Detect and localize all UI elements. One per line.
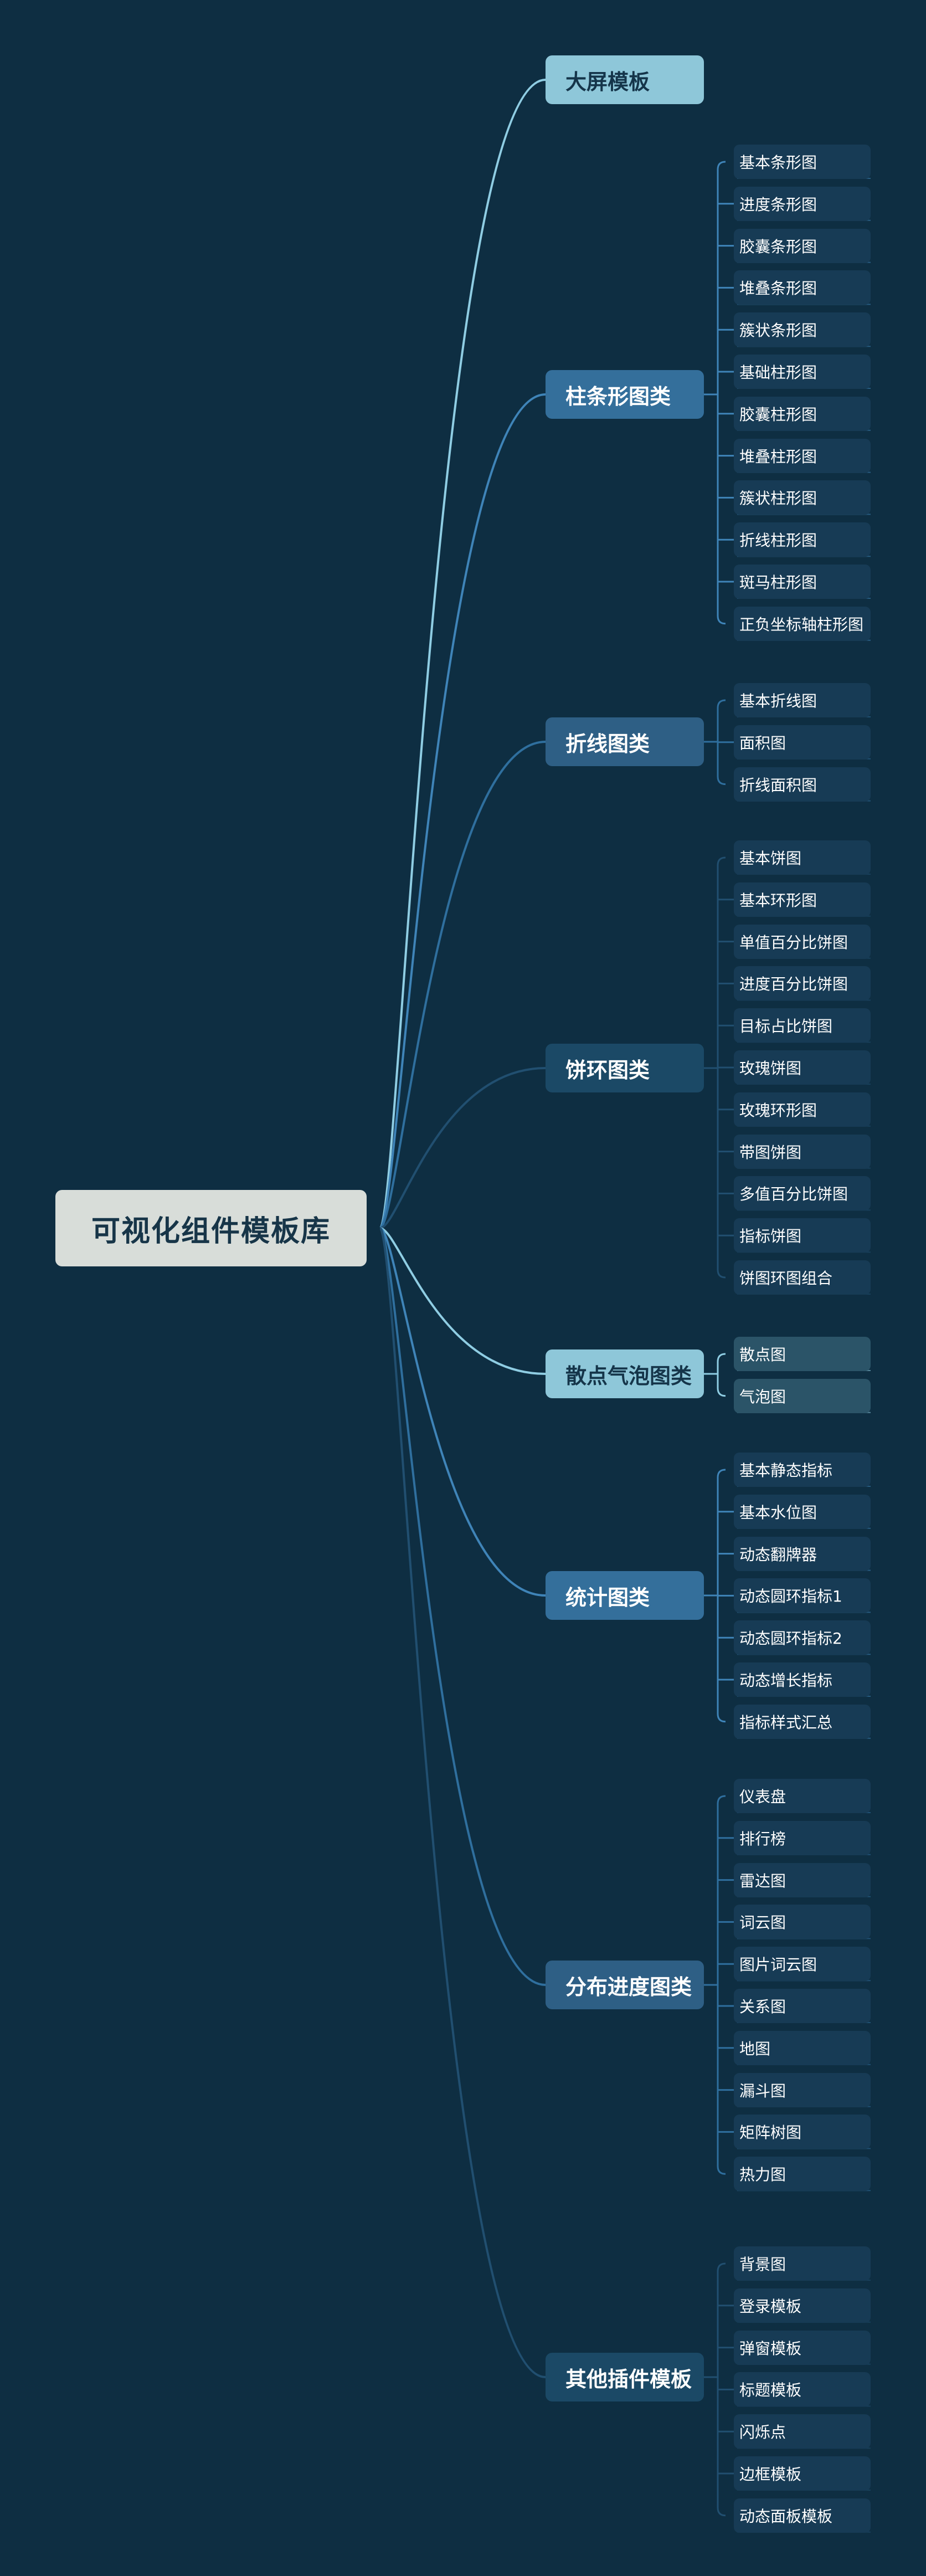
root-category-connector — [379, 1227, 546, 2378]
leaf-node[interactable]: 堆叠条形图 — [734, 270, 871, 305]
leaf-node[interactable]: 基本条形图 — [734, 145, 871, 179]
leaf-node[interactable]: 胶囊柱形图 — [734, 396, 871, 431]
leaf-node[interactable]: 面积图 — [734, 725, 871, 760]
leaf-node[interactable]: 进度条形图 — [734, 186, 871, 221]
leaf-node[interactable]: 散点图 — [734, 1337, 871, 1371]
category-node[interactable]: 大屏模板 — [546, 55, 704, 104]
leaf-node[interactable]: 背景图 — [734, 2246, 871, 2281]
leaf-node[interactable]: 折线柱形图 — [734, 522, 871, 557]
root-category-connector — [379, 741, 546, 1229]
leaf-node[interactable]: 指标样式汇总 — [734, 1704, 871, 1739]
leaf-node[interactable]: 仪表盘 — [734, 1779, 871, 1813]
leaf-node[interactable]: 基本静态指标 — [734, 1453, 871, 1487]
leaf-node[interactable]: 目标占比饼图 — [734, 1008, 871, 1043]
leaf-spine — [717, 1353, 726, 1397]
leaf-node[interactable]: 正负坐标轴柱形图 — [734, 606, 871, 641]
root-category-connector — [379, 1067, 546, 1229]
leaf-node[interactable]: 基本水位图 — [734, 1494, 871, 1529]
leaf-node[interactable]: 热力图 — [734, 2157, 871, 2192]
leaf-node[interactable]: 带图饼图 — [734, 1134, 871, 1169]
root-node[interactable]: 可视化组件模板库 — [55, 1190, 367, 1266]
leaf-node[interactable]: 气泡图 — [734, 1378, 871, 1413]
leaf-node[interactable]: 关系图 — [734, 1989, 871, 2023]
leaf-node[interactable]: 堆叠柱形图 — [734, 438, 871, 473]
category-node[interactable]: 散点气泡图类 — [546, 1349, 704, 1398]
category-node[interactable]: 饼环图类 — [546, 1044, 704, 1092]
leaf-spine — [717, 161, 726, 625]
leaf-node[interactable]: 胶囊条形图 — [734, 228, 871, 263]
leaf-node[interactable]: 闪烁点 — [734, 2414, 871, 2449]
leaf-node[interactable]: 多值百分比饼图 — [734, 1176, 871, 1211]
leaf-node[interactable]: 动态圆环指标1 — [734, 1578, 871, 1613]
leaf-node[interactable]: 基本环形图 — [734, 882, 871, 917]
leaf-node[interactable]: 玫瑰环形图 — [734, 1092, 871, 1127]
leaf-node[interactable]: 斑马柱形图 — [734, 565, 871, 599]
leaf-node[interactable]: 排行榜 — [734, 1820, 871, 1855]
root-category-connector — [379, 1227, 546, 1986]
leaf-node[interactable]: 标题模板 — [734, 2372, 871, 2407]
leaf-node[interactable]: 动态翻牌器 — [734, 1536, 871, 1571]
leaf-node[interactable]: 边框模板 — [734, 2456, 871, 2491]
leaf-node[interactable]: 弹窗模板 — [734, 2330, 871, 2365]
leaf-node[interactable]: 漏斗图 — [734, 2072, 871, 2107]
leaf-node[interactable]: 动态面板模板 — [734, 2498, 871, 2533]
root-category-connector — [379, 393, 546, 1229]
category-node[interactable]: 统计图类 — [546, 1571, 704, 1620]
leaf-node[interactable]: 动态圆环指标2 — [734, 1620, 871, 1655]
leaf-node[interactable]: 地图 — [734, 2030, 871, 2065]
leaf-spine — [717, 1795, 726, 2175]
leaf-node[interactable]: 玫瑰饼图 — [734, 1050, 871, 1085]
leaf-node[interactable]: 基础柱形图 — [734, 355, 871, 389]
leaf-node[interactable]: 折线面积图 — [734, 767, 871, 802]
category-node[interactable]: 折线图类 — [546, 717, 704, 766]
root-category-connector — [379, 1227, 546, 1597]
leaf-node[interactable]: 基本饼图 — [734, 840, 871, 875]
leaf-node[interactable]: 动态增长指标 — [734, 1662, 871, 1697]
category-node[interactable]: 其他插件模板 — [546, 2353, 704, 2401]
category-node[interactable]: 分布进度图类 — [546, 1961, 704, 2009]
leaf-node[interactable]: 进度百分比饼图 — [734, 966, 871, 1001]
leaf-node[interactable]: 指标饼图 — [734, 1218, 871, 1253]
leaf-node[interactable]: 矩阵树图 — [734, 2115, 871, 2149]
category-node[interactable]: 柱条形图类 — [546, 370, 704, 419]
leaf-node[interactable]: 图片词云图 — [734, 1947, 871, 1982]
root-category-connector — [379, 1227, 546, 1375]
leaf-node[interactable]: 基本折线图 — [734, 683, 871, 717]
root-category-connector — [379, 79, 546, 1229]
leaf-node[interactable]: 单值百分比饼图 — [734, 924, 871, 959]
leaf-node[interactable]: 簇状条形图 — [734, 312, 871, 347]
leaf-node[interactable]: 簇状柱形图 — [734, 480, 871, 515]
leaf-node[interactable]: 登录模板 — [734, 2288, 871, 2323]
leaf-node[interactable]: 词云图 — [734, 1905, 871, 1939]
leaf-node[interactable]: 雷达图 — [734, 1862, 871, 1897]
leaf-node[interactable]: 饼图环图组合 — [734, 1260, 871, 1295]
